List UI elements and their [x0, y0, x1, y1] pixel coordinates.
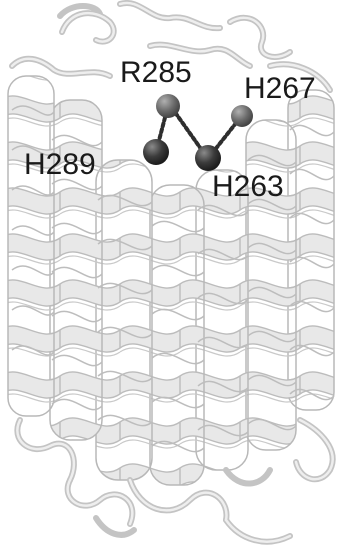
atom-h267: [231, 105, 253, 127]
loop-top-center: [117, 0, 223, 32]
loop-bottom-hook: [93, 515, 137, 538]
atom-h289: [143, 139, 169, 165]
label-h289: H289: [24, 148, 96, 181]
label-r285: R285: [120, 56, 192, 89]
atom-h263: [195, 145, 221, 171]
helix-4: [149, 184, 205, 486]
helix-3: [95, 159, 153, 481]
loop-bottom-center-right: [223, 467, 273, 487]
loop-bottom-left-2: [64, 477, 136, 527]
residue-atoms: [143, 94, 253, 171]
atom-r285: [156, 94, 180, 118]
bottom-loops-highlight: [16, 418, 334, 543]
residue-labels: R285 H267 H289 H263: [24, 56, 316, 203]
helix-1: [7, 75, 55, 417]
top-loops-highlight: [10, 1, 332, 92]
label-h267: H267: [244, 72, 316, 105]
loop-bottom-center: [127, 477, 230, 523]
label-h263: H263: [212, 170, 284, 203]
helix-coil-lines: [11, 105, 335, 453]
loop-top-left-2: [57, 3, 103, 19]
loop-top-right: [227, 14, 293, 60]
